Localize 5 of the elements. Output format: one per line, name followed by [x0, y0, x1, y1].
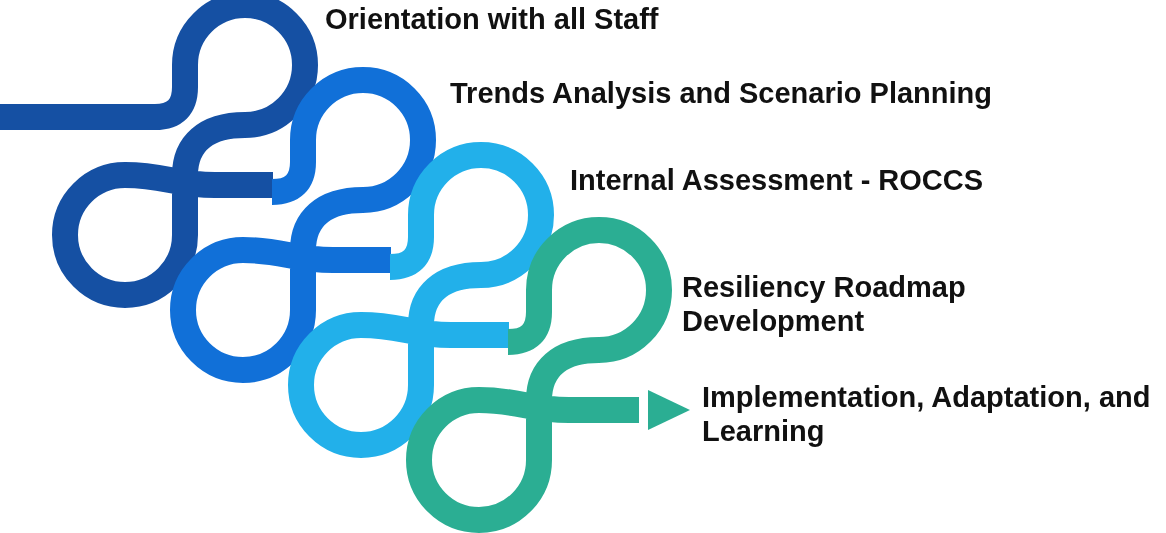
- step-label: Internal Assessment - ROCCS: [570, 163, 984, 197]
- step-label: Implementation, Adaptation, and Learning: [702, 380, 1152, 448]
- step-label: Trends Analysis and Scenario Planning: [450, 76, 993, 110]
- step-label: Resiliency Roadmap Development: [682, 270, 967, 338]
- step-label: Orientation with all Staff: [325, 2, 659, 36]
